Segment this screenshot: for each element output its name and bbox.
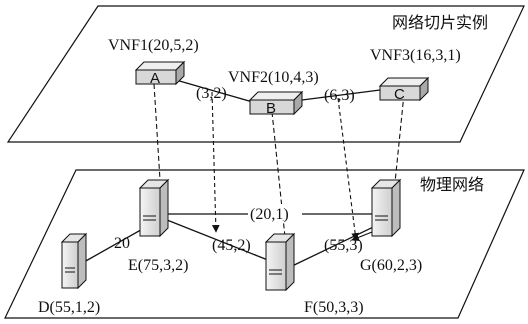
vnf3-label: VNF3(16,3,1): [370, 47, 461, 64]
map-arrow-EG: [351, 231, 373, 242]
node-D-label: D(55,1,2): [38, 299, 100, 316]
vlink-B-C: [301, 89, 381, 101]
vnf-box-B: B: [248, 90, 304, 117]
vnf-box-C: C: [378, 76, 430, 103]
slice-plane-label: 网络切片实例: [392, 13, 488, 32]
link-EG-label-bg: [248, 204, 302, 220]
link-EG-label: (20,1): [250, 206, 289, 223]
vlink-A-B: [175, 79, 257, 104]
server-E-icon: [138, 178, 170, 238]
node-F-label: F(50,3,3): [304, 299, 364, 316]
vnf1-label: VNF1(20,5,2): [108, 37, 199, 54]
server-D-icon: [60, 232, 88, 290]
server-G-icon: [370, 178, 402, 238]
physical-plane-label: 物理网络: [420, 175, 484, 194]
link-FG-label: (55,3): [324, 237, 363, 254]
vnf2-label: VNF2(10,4,3): [228, 69, 319, 86]
link-DE-label: 20: [114, 235, 130, 252]
server-F-icon: [264, 232, 296, 292]
physical-plane: [4, 169, 525, 319]
map-arrow-AB: [211, 91, 220, 233]
node-G-label: G(60,2,3): [360, 257, 422, 274]
map-arrow-BC: [337, 97, 359, 241]
vnf-letter-B: B: [266, 100, 276, 117]
vnf-box-A: A: [134, 60, 186, 87]
node-E-label: E(75,3,2): [128, 257, 188, 274]
slice-plane: [6, 5, 525, 143]
vlink-AB-label: (3,2): [196, 85, 227, 102]
vnf-letter-A: A: [150, 70, 160, 87]
link-EF-label: (45,2): [212, 237, 251, 254]
vnf-letter-C: C: [394, 86, 405, 103]
vlink-BC-label: (6,3): [324, 87, 355, 104]
